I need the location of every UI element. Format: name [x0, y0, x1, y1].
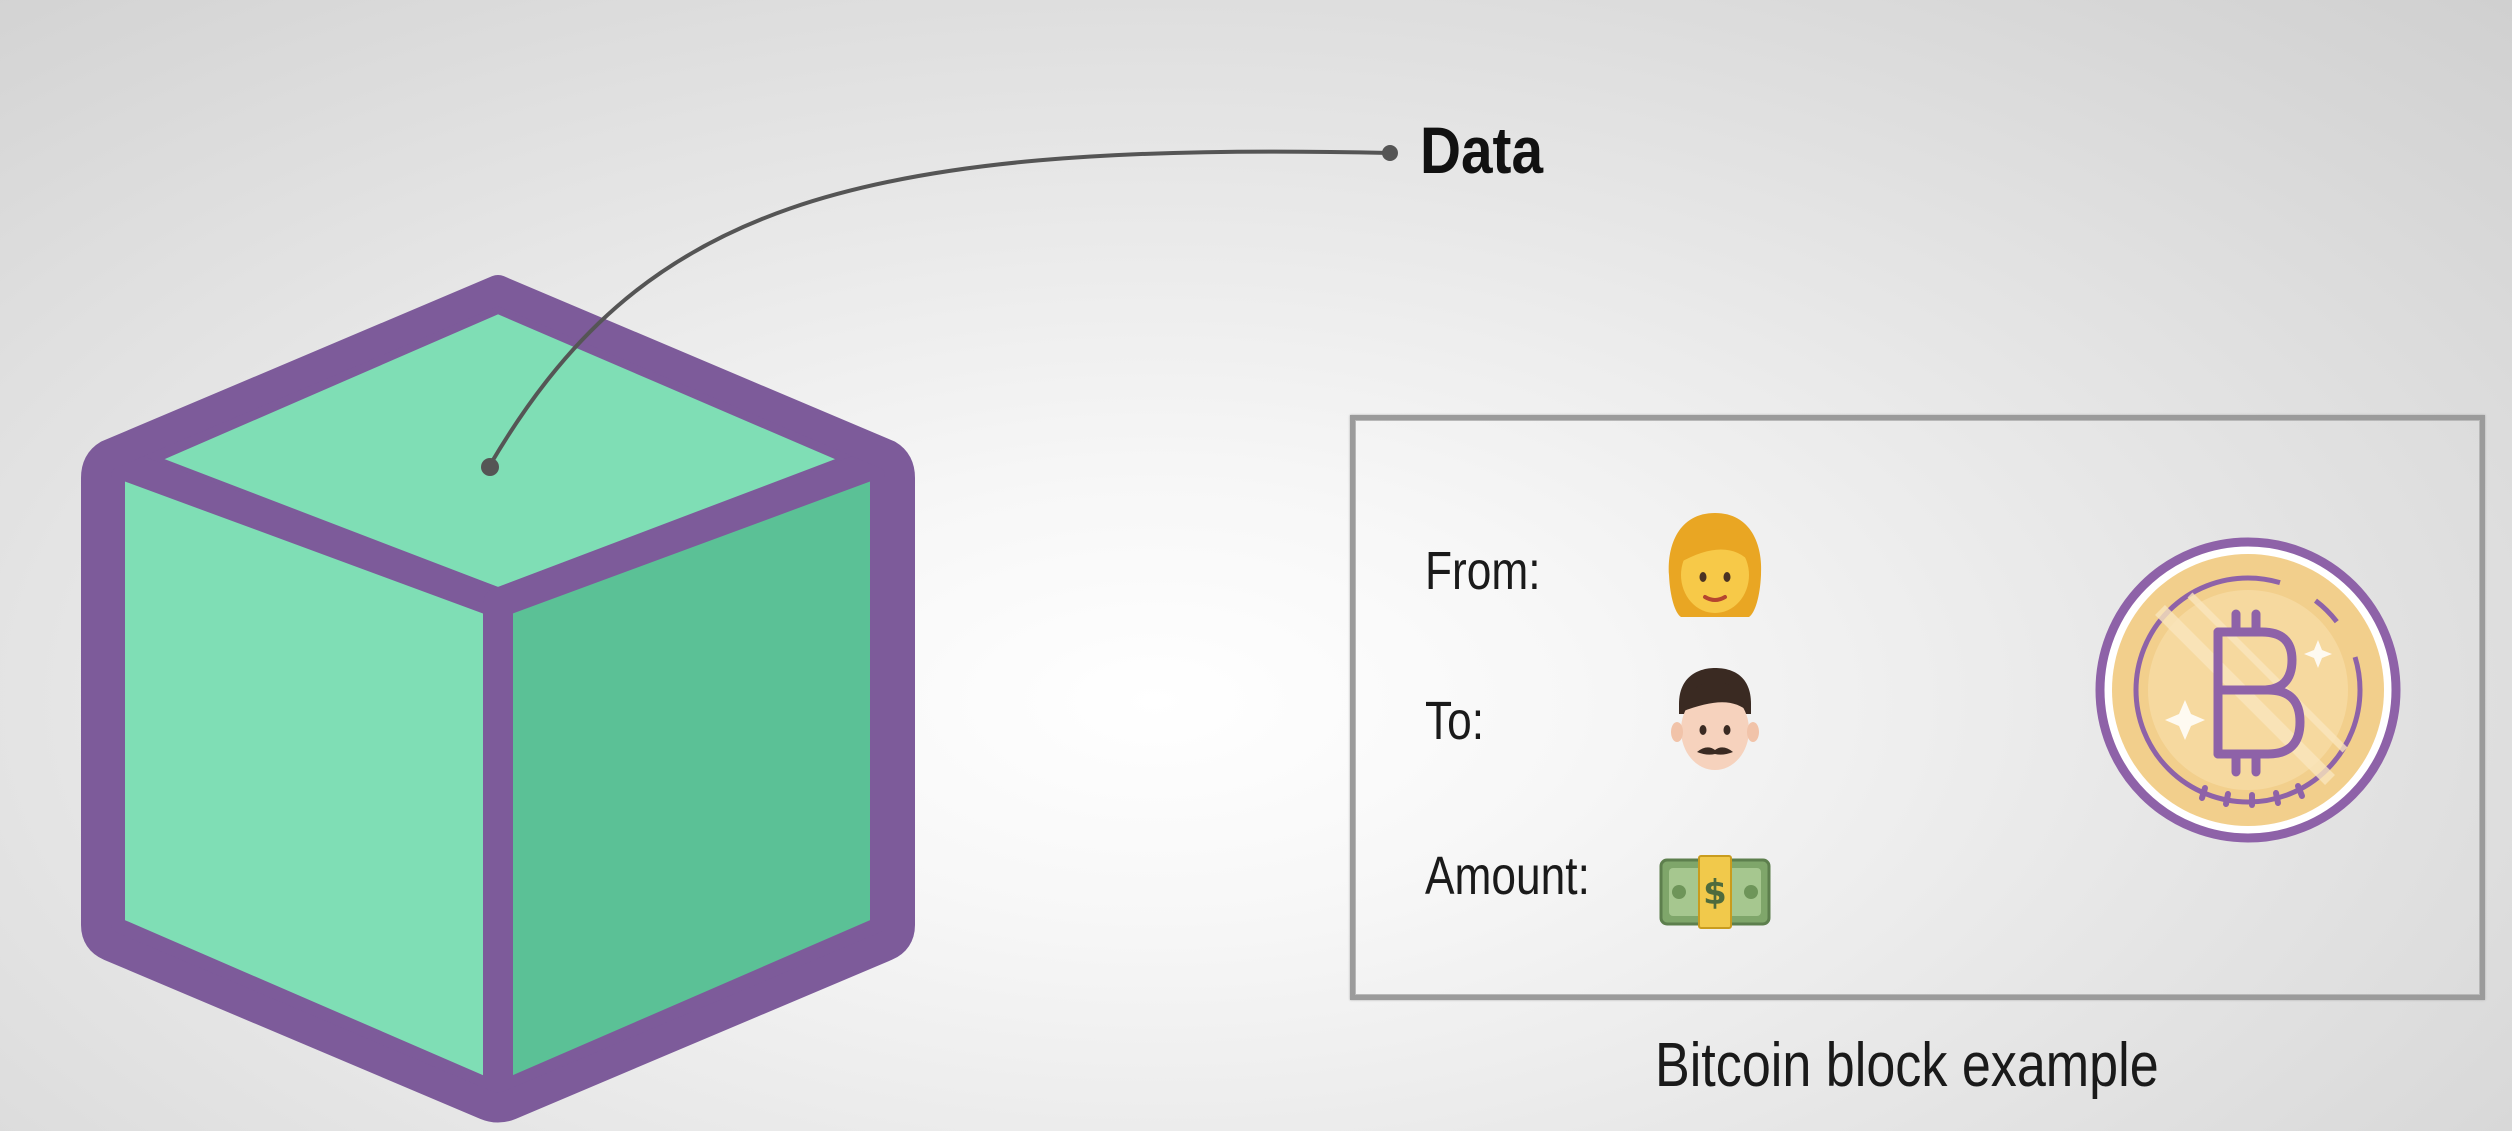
connector-end-dot: [1382, 145, 1398, 161]
svg-text:$: $: [1703, 873, 1727, 913]
bitcoin-block-box: [1350, 415, 2485, 1000]
money-bill-emoji-icon: $: [1659, 855, 1771, 929]
block-caption: Bitcoin block example: [1655, 1031, 2159, 1100]
block-cube-icon: [81, 275, 915, 1123]
amount-label: Amount:: [1425, 846, 1590, 906]
from-label: From:: [1425, 541, 1541, 601]
bitcoin-b-icon: [2213, 609, 2305, 777]
to-label: To:: [1425, 691, 1485, 751]
man-emoji-icon: [1671, 668, 1759, 770]
data-connector-line: [488, 149, 1391, 467]
connector-start-dot: [481, 458, 499, 476]
cube-outline: [81, 275, 915, 1123]
data-label: Data: [1420, 113, 1544, 187]
woman-emoji-icon: [1668, 513, 1762, 617]
bitcoin-coin-icon: [2095, 537, 2401, 843]
